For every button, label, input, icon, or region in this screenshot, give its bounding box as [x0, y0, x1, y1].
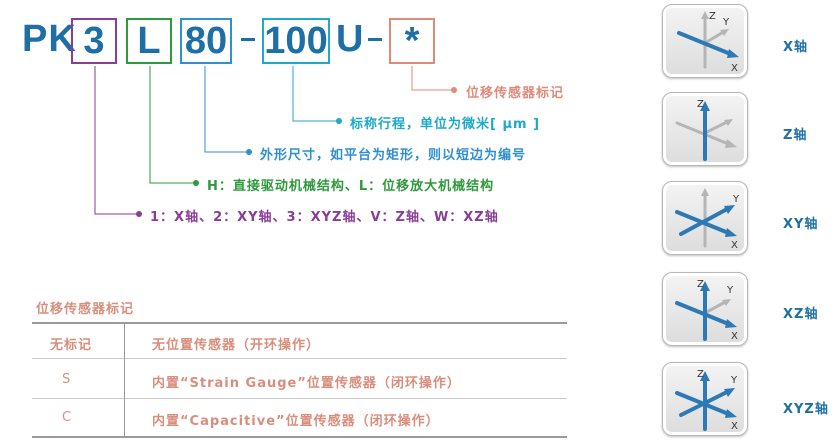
axis-label-z: Z	[697, 279, 704, 290]
axis-label-x: X	[731, 331, 738, 342]
table-row-desc: 无位置传感器（开环操作）	[152, 338, 321, 353]
code-seg-sensor: *	[389, 18, 435, 64]
desc-stroke: 标称行程，单位为微米[ μm ]	[350, 117, 541, 132]
table-row-mark: S	[62, 372, 72, 387]
code-seg-size: 80	[180, 18, 232, 64]
axis-label-z: Z	[697, 369, 704, 380]
leader-axes	[94, 66, 137, 215]
leader-size	[204, 66, 247, 153]
table-row-mark: C	[62, 410, 73, 425]
code-seg-stroke: 100	[262, 18, 330, 64]
code-separator-2	[368, 38, 382, 41]
axis-label-xz-axis: XZ轴	[783, 307, 819, 322]
axis-label-y: Y	[732, 194, 740, 205]
code-prefix: PK	[22, 18, 77, 60]
table-row-divider	[32, 358, 567, 359]
axis-label-z: Z	[697, 99, 704, 110]
table-row-mark: 无标记	[50, 338, 93, 353]
code-separator-1	[241, 38, 255, 41]
axis-label-z: Z	[709, 11, 716, 22]
axis-label-x: X	[731, 63, 738, 74]
table-top-rule	[32, 322, 567, 324]
x-axis-icon: Z Y X	[662, 4, 748, 78]
axis-label-x: X	[731, 240, 738, 251]
table-row-desc: 内置“Strain Gauge”位置传感器（闭环操作）	[152, 376, 461, 391]
table-row-divider	[32, 398, 567, 399]
leader-stroke	[292, 66, 337, 122]
desc-drive: H：直接驱动机械结构、L：位移放大机械结构	[207, 179, 495, 194]
z-axis-icon: Z	[662, 92, 748, 166]
table-title: 位移传感器标记	[36, 302, 135, 317]
axis-label-y: Y	[722, 17, 730, 28]
xz-axis-icon: Z Y X	[662, 272, 748, 346]
axis-label-xy-axis: XY轴	[783, 217, 819, 232]
code-seg-drive: L	[126, 18, 172, 64]
axis-label-y: Y	[726, 285, 734, 296]
table-column-divider	[124, 323, 125, 437]
axis-label-xyz-axis: XYZ轴	[783, 402, 829, 417]
leader-drive	[149, 66, 194, 184]
xyz-axis-icon: Z Y X	[662, 362, 748, 436]
table-bottom-rule	[32, 436, 567, 438]
table-row-desc: 内置“Capacitive”位置传感器（闭环操作）	[152, 414, 440, 429]
desc-sensor-mark: 位移传感器标记	[466, 86, 565, 101]
leader-sensor	[411, 66, 452, 91]
code-seg-u: U	[336, 18, 364, 60]
xy-axis-icon: Y X	[662, 181, 748, 255]
desc-axes: 1：X轴、2：XY轴、3：XYZ轴、V：Z轴、W：XZ轴	[150, 210, 499, 225]
code-seg-axes: 3	[71, 18, 117, 64]
axis-label-y: Y	[730, 375, 738, 386]
axis-label-x-axis: X轴	[783, 40, 809, 55]
desc-size: 外形尺寸，如平台为矩形，则以短边为编号	[260, 148, 527, 163]
axis-label-z-axis: Z轴	[783, 128, 808, 143]
axis-label-x: X	[731, 421, 738, 432]
